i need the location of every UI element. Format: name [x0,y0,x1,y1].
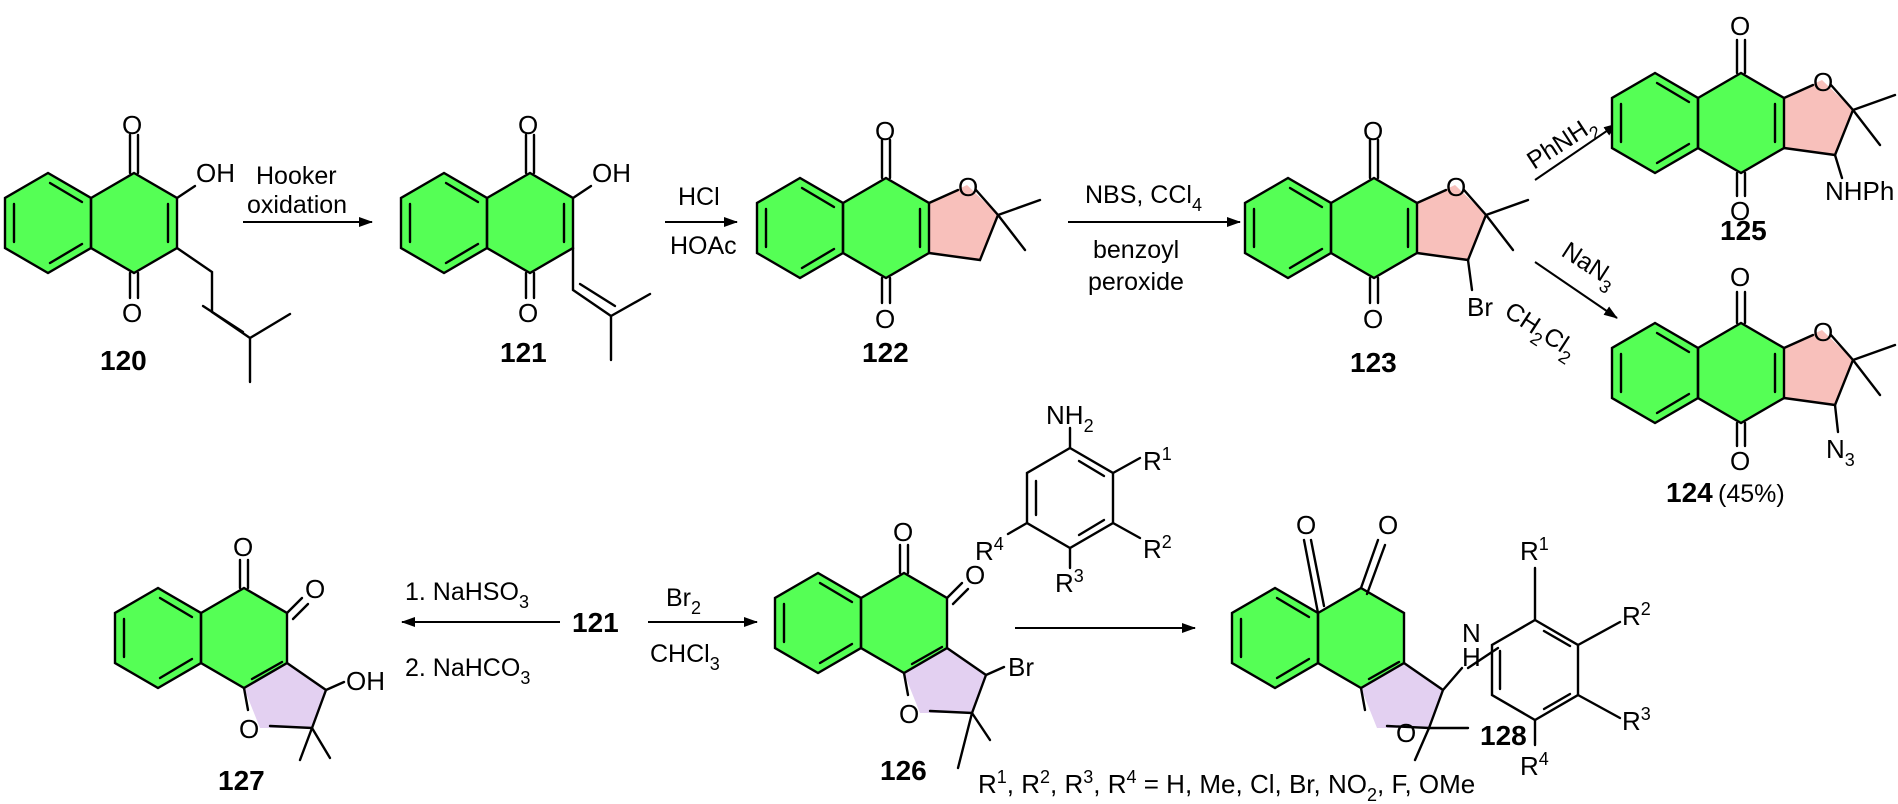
compound-number-122: 122 [862,337,909,368]
condition-nbs: NBS, CCl4 [1085,181,1202,215]
compound-number-128: 128 [1480,720,1527,751]
oxygen-label: O [1730,196,1750,226]
hydroxyl-label: OH [196,158,235,188]
r4-label: R4 [975,534,1004,566]
compound-number-123: 123 [1350,347,1397,378]
compound-124: O O O N3 124 (45%) [1610,262,1897,508]
condition-nan3: NaN3 [1553,237,1622,298]
compound-128: O O O H N R1 R2 R3 R4 128 [1230,510,1651,781]
condition-benzoyl: benzoyl [1093,236,1179,264]
condition-chcl3: CHCl3 [650,640,720,674]
oxygen-label: O [122,110,142,140]
oxygen-label: O [875,304,895,334]
ring-oxygen-label: O [1396,718,1416,748]
compound-121: O O OH 121 [399,110,652,368]
r3-label: R3 [1055,566,1084,598]
r2-label: R2 [1143,532,1172,564]
amine-n-label: N [1462,618,1481,648]
reaction-arrow-br2: Br2 CHCl3 [648,584,758,674]
oxygen-label: O [965,560,985,590]
ring-oxygen-label: O [958,172,978,202]
condition-hcl: HCl [678,183,720,211]
ring-oxygen-label: O [239,714,259,744]
condition-peroxide: peroxide [1088,268,1184,296]
ring-oxygen-label: O [1813,317,1833,347]
reaction-arrow-cyclization: HCl HOAc [665,183,738,260]
yield-124: (45%) [1718,480,1785,508]
oxygen-label: O [233,532,253,562]
oxygen-label: O [1730,446,1750,476]
r3-label: R3 [1622,704,1651,736]
r1-label: R1 [1520,534,1549,566]
compound-122: O O O 122 [755,116,1042,368]
amine-label: NH2 [1046,400,1094,436]
anilino-label: NHPh [1825,176,1894,206]
reaction-arrow-azidation: NaN3 CH2Cl2 [1496,237,1622,369]
oxygen-label: O [518,298,538,328]
condition-phnh2: PhNH2 [1522,110,1605,180]
substituent-footnote: R1, R2, R3, R4 = H, Me, Cl, Br, NO2, F, … [978,767,1475,804]
oxygen-label: O [1296,510,1316,540]
compound-number-121-ref: 121 [572,607,619,638]
compound-123: O O O Br 123 [1243,116,1530,378]
amine-nh-label: H [1462,642,1481,672]
oxygen-label: O [893,517,913,547]
compound-126: O O O Br 126 [773,517,1034,786]
compound-125: O O O NHPh 125 [1610,11,1897,246]
hydroxyl-label: OH [346,666,385,696]
compound-number-120: 120 [100,345,147,376]
bromine-label: Br [1467,292,1493,322]
compound-number-121: 121 [500,337,547,368]
condition-ch2cl2: CH2Cl2 [1496,297,1581,369]
oxygen-label: O [1378,510,1398,540]
benzene-ring-120 [5,173,91,273]
oxygen-label: O [1730,262,1750,292]
quinone-ring-120 [91,173,177,273]
reaction-arrow-bisulfite: 1. NaHSO3 2. NaHCO3 [401,578,560,688]
condition-nahso3: 1. NaHSO3 [405,578,529,612]
oxygen-label: O [875,116,895,146]
azide-label: N3 [1826,434,1855,470]
r4-label: R4 [1520,749,1549,781]
oxygen-label: O [1363,304,1383,334]
hydroxyl-label: OH [592,158,631,188]
oxygen-label: O [1730,11,1750,41]
condition-hooker: Hooker [256,162,337,190]
oxygen-label: O [122,298,142,328]
oxygen-label: O [1363,116,1383,146]
condition-hoac: HOAc [670,232,737,260]
compound-120: O O OH 120 [3,110,292,384]
r1-label: R1 [1143,444,1172,476]
compound-number-127: 127 [218,765,265,796]
compound-number-126: 126 [880,755,927,786]
oxygen-label: O [518,110,538,140]
oxygen-label: O [305,574,325,604]
r2-label: R2 [1622,599,1651,631]
ring-oxygen-label: O [899,699,919,729]
aniline-reagent: NH2 R1 R2 R3 R4 [975,400,1172,598]
condition-br2: Br2 [666,584,701,618]
condition-nahco3: 2. NaHCO3 [405,654,530,688]
reaction-arrow-bromination: NBS, CCl4 benzoyl peroxide [1068,181,1241,296]
compound-127: O O O OH 127 [113,532,385,796]
compound-number-125: 125 [1720,215,1767,246]
bromine-label: Br [1008,652,1034,682]
ring-oxygen-label: O [1446,172,1466,202]
reaction-arrow-anilination: PhNH2 [1522,110,1618,181]
ring-oxygen-label: O [1813,67,1833,97]
reaction-arrow-hooker: Hooker oxidation [243,162,373,227]
compound-number-124: 124 [1666,477,1713,508]
condition-oxidation: oxidation [247,191,347,219]
